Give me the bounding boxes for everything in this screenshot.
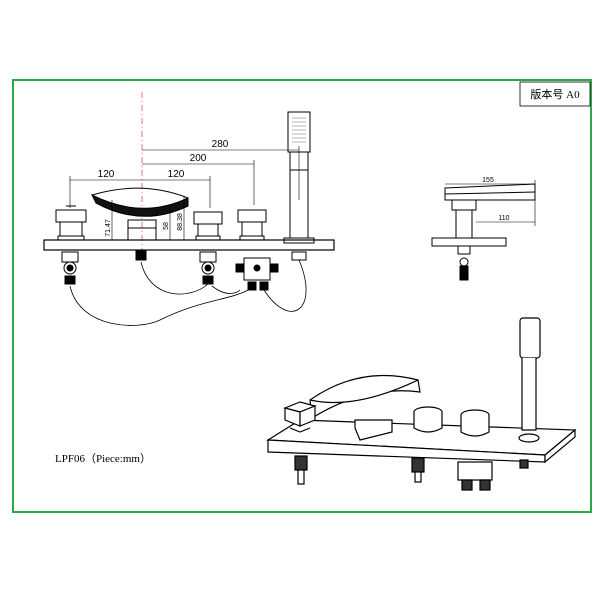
isometric-view xyxy=(266,317,577,491)
iso-mid-handle xyxy=(413,406,443,433)
dim-120-left: 120 xyxy=(98,169,115,180)
version-box: 版本号 A0 xyxy=(519,81,591,107)
left-valve xyxy=(55,205,87,241)
shower-face-grid xyxy=(292,117,306,143)
dimension-lines xyxy=(69,146,300,240)
dim-58: 58 xyxy=(163,222,170,230)
iso-right-handle xyxy=(460,409,490,437)
dim-120-right: 120 xyxy=(168,169,185,180)
dim-71-47: 71.47 xyxy=(105,219,112,237)
iso-under-deck xyxy=(294,455,529,491)
model-caption: LPF06（Piece:mm） xyxy=(55,452,151,465)
diverter-valve xyxy=(237,209,267,241)
iso-hand-shower xyxy=(518,317,541,443)
dim-110: 110 xyxy=(498,215,509,222)
side-view xyxy=(431,180,536,281)
under-deck-fittings xyxy=(61,249,307,291)
version-label: 版本号 A0 xyxy=(530,87,580,101)
right-valve xyxy=(193,211,223,241)
front-view xyxy=(43,92,335,326)
deck-plate xyxy=(43,239,335,251)
dim-155: 155 xyxy=(482,177,494,184)
iso-left-handle xyxy=(283,401,317,433)
sheet-frame xyxy=(12,79,592,513)
waterfall-spout xyxy=(90,187,189,241)
dim-200: 200 xyxy=(190,153,207,164)
dim-280: 280 xyxy=(212,139,229,150)
dim-88-38: 88.38 xyxy=(177,213,184,231)
